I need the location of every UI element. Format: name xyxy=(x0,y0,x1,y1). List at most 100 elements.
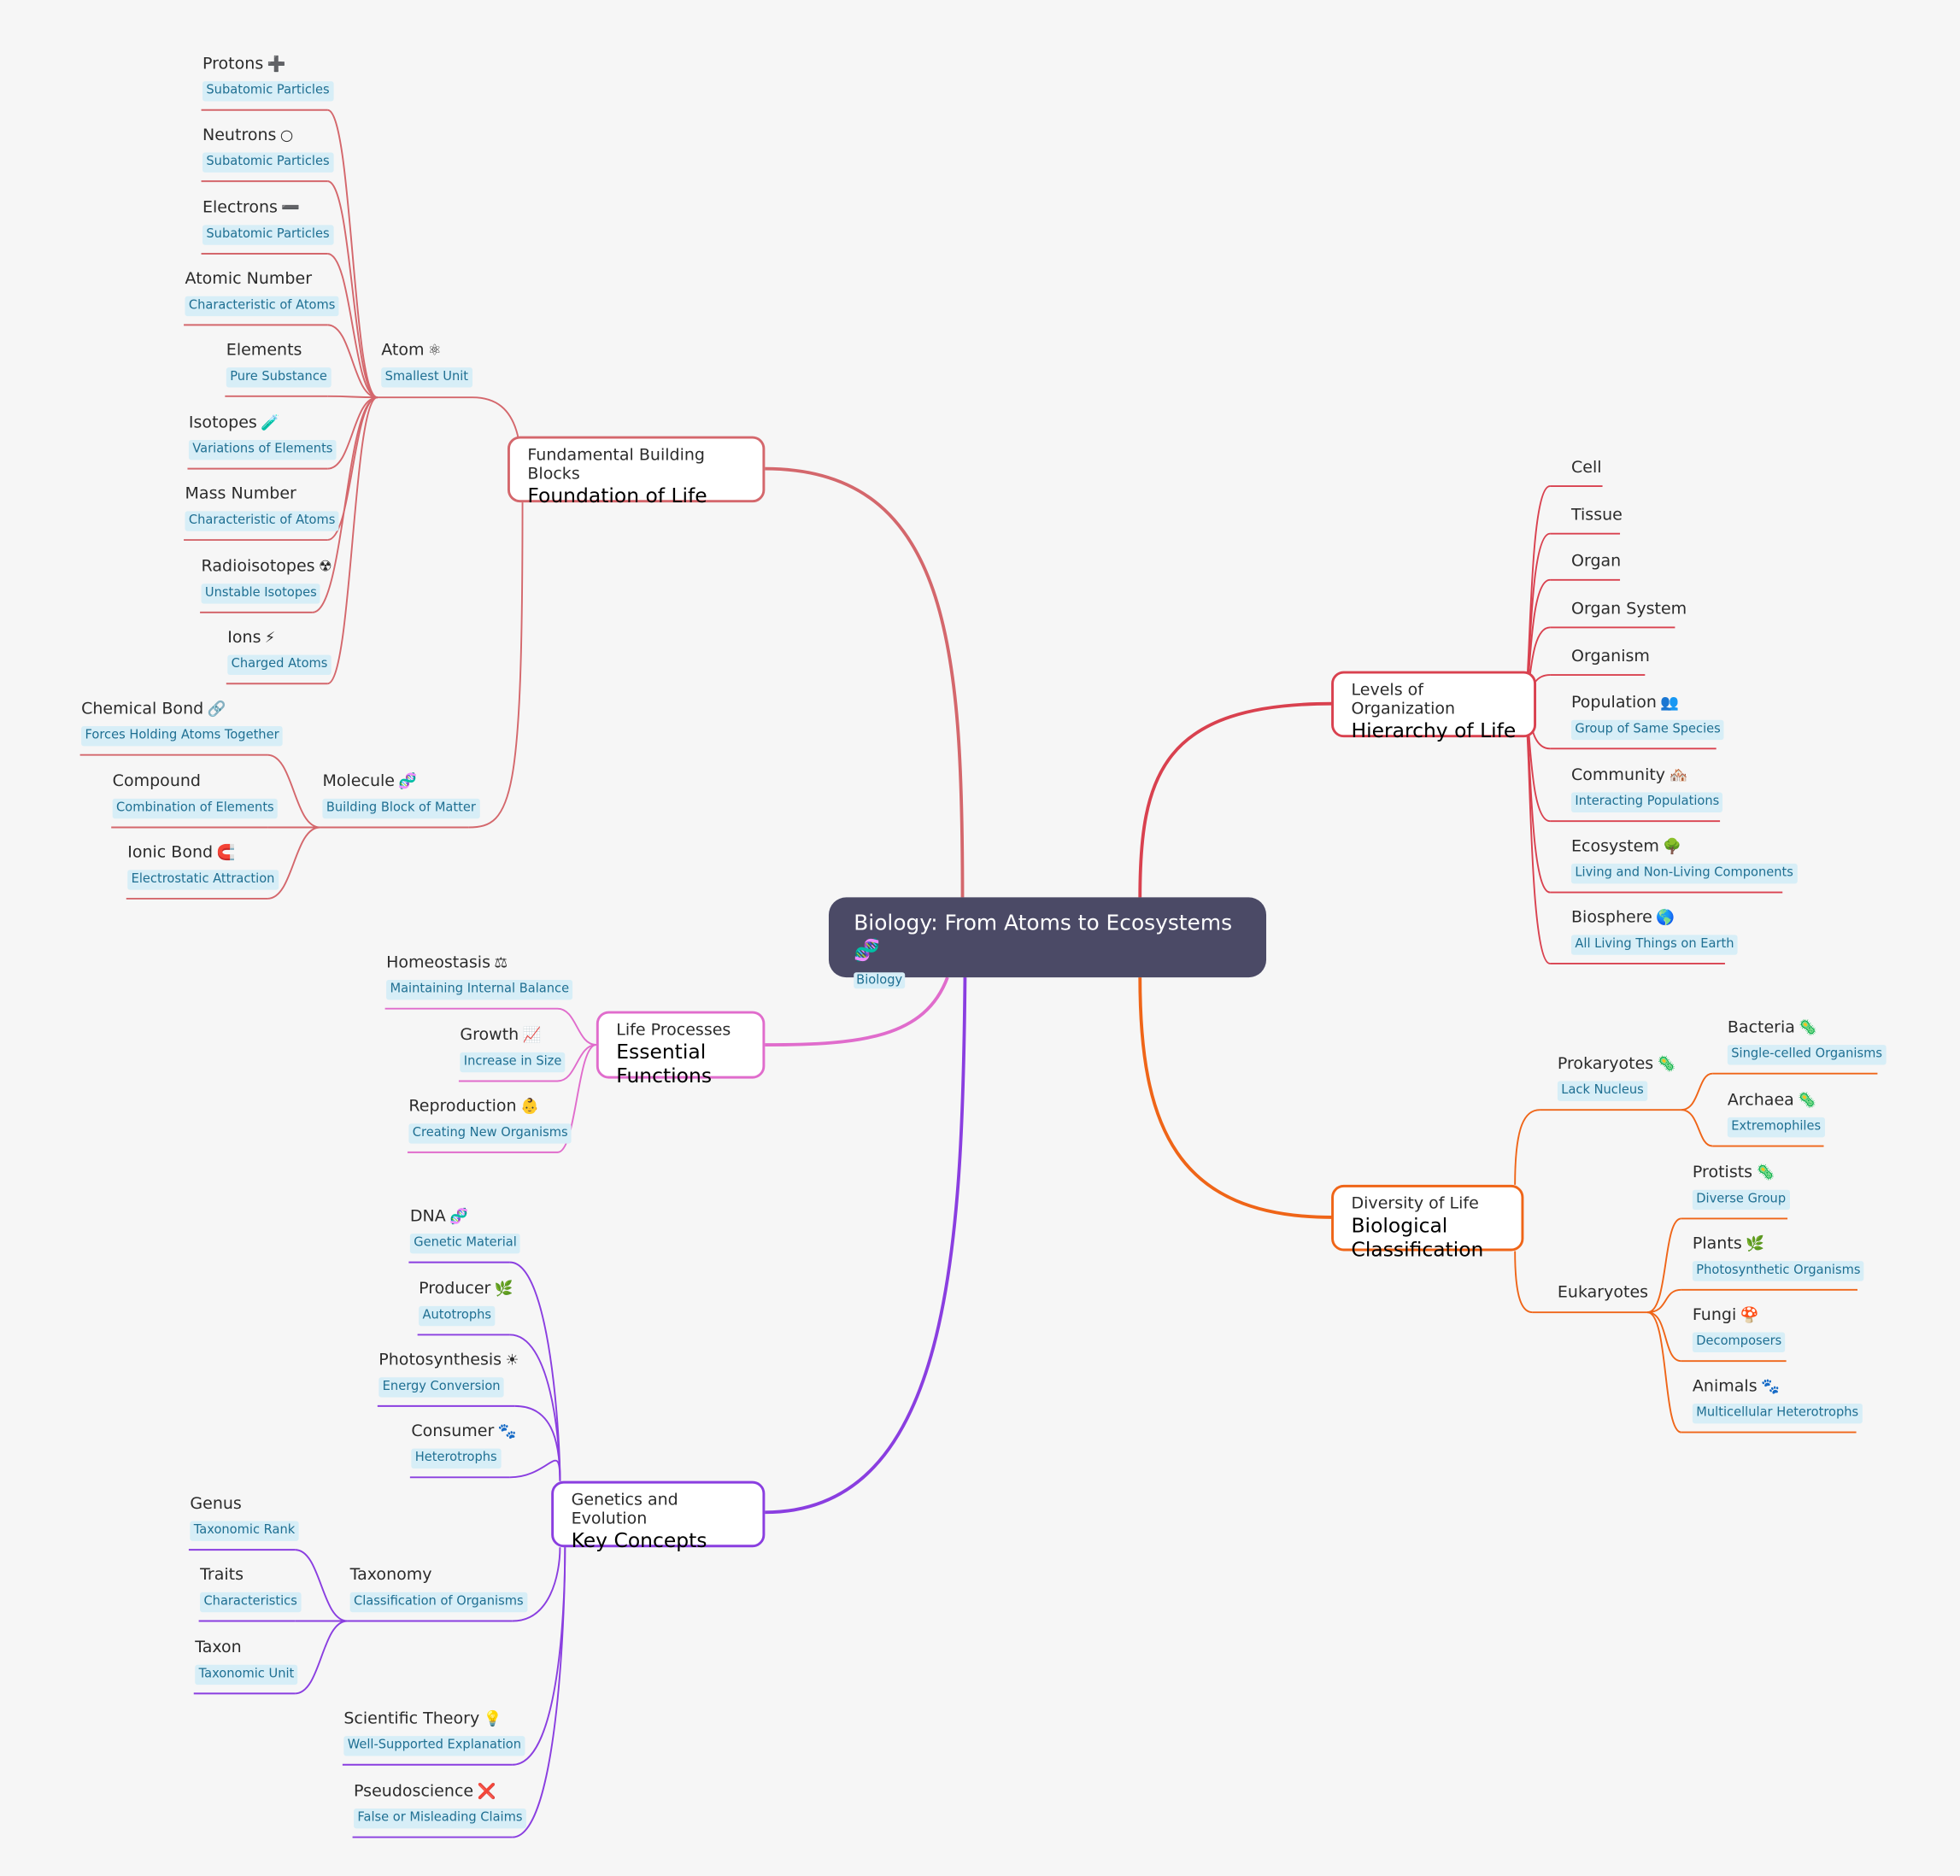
node-label: Taxon xyxy=(195,1638,297,1659)
node-protists[interactable]: Protists🦠Diverse Group xyxy=(1692,1163,1790,1211)
taxonomy-child-link xyxy=(295,1620,348,1695)
node-consumer[interactable]: Consumer🐾Heterotrophs xyxy=(411,1421,517,1469)
node-neutrons[interactable]: Neutrons○Subatomic Particles xyxy=(202,125,333,173)
node-community[interactable]: Community🏘️Interacting Populations xyxy=(1570,765,1723,812)
node-chemical-bond[interactable]: Chemical Bond🔗Forces Holding Atoms Toget… xyxy=(81,699,283,747)
node-label-text: Photosynthesis xyxy=(379,1351,502,1370)
node-radioisotopes[interactable]: Radioisotopes☢Unstable Isotopes xyxy=(201,556,332,604)
dna-icon: 🧬 xyxy=(854,938,881,964)
node-reproduction[interactable]: Reproduction👶Creating New Organisms xyxy=(408,1096,572,1144)
node-animals[interactable]: Animals🐾Multicellular Heterotrophs xyxy=(1692,1376,1863,1424)
chart-up-icon: 📈 xyxy=(522,1026,542,1044)
node-plants[interactable]: Plants🌿 Photosynthetic Organisms xyxy=(1692,1234,1864,1281)
node-tag: Unstable Isotopes xyxy=(201,583,321,604)
node-label-text: Animals xyxy=(1692,1377,1758,1397)
node-fungi[interactable]: Fungi🍄Decomposers xyxy=(1692,1304,1786,1352)
node-protons[interactable]: Protons➕Subatomic Particles xyxy=(202,54,333,102)
node-tag: Smallest Unit xyxy=(381,367,472,388)
node-producer[interactable]: Producer🌿Autotrophs xyxy=(419,1279,513,1327)
microbe-icon: 🦠 xyxy=(1798,1091,1817,1109)
node-label: Plants🌿 xyxy=(1693,1234,1864,1255)
herb-icon: 🌿 xyxy=(494,1280,513,1298)
node-biosphere[interactable]: Biosphere🌎All Living Things on Earth xyxy=(1570,907,1738,955)
dna-icon: 🧬 xyxy=(449,1207,469,1225)
node-label: Organism xyxy=(1571,646,1650,667)
cross-icon: ❌ xyxy=(477,1782,496,1800)
node-label-text: Tissue xyxy=(1570,506,1623,525)
node-archaea[interactable]: Archaea🦠 Extremophiles xyxy=(1727,1090,1825,1138)
node-organism[interactable]: Organism xyxy=(1571,646,1650,667)
node-pseudoscience[interactable]: Pseudoscience❌False or Misleading Claims xyxy=(354,1781,526,1829)
node-growth[interactable]: Growth📈Increase in Size xyxy=(460,1025,566,1073)
node-isotopes[interactable]: Isotopes🧪Variations of Elements xyxy=(188,413,337,460)
node-tag: Lack Nucleus xyxy=(1557,1081,1648,1101)
node-organ[interactable]: Organ xyxy=(1571,551,1621,572)
node-electrons[interactable]: Electrons➖Subatomic Particles xyxy=(202,197,333,245)
trunk-building-blocks xyxy=(765,466,965,898)
node-dna[interactable]: DNA🧬Genetic Material xyxy=(409,1206,521,1254)
node-label-text: Ecosystem xyxy=(1570,837,1659,857)
node-label: Archaea🦠 xyxy=(1728,1090,1825,1111)
node-tag: Photosynthetic Organisms xyxy=(1692,1261,1864,1281)
node-label-text: Ionic Bond xyxy=(127,843,214,863)
node-label-text: Reproduction xyxy=(408,1097,517,1117)
branch-label: Genetics and Evolution xyxy=(571,1491,678,1529)
node-label: Fungi🍄 xyxy=(1693,1304,1786,1326)
node-eukaryotes[interactable]: Eukaryotes xyxy=(1558,1282,1648,1304)
node-ionic-bond[interactable]: Ionic Bond🧲Electrostatic Attraction xyxy=(127,842,279,890)
tree-icon: 🌳 xyxy=(1663,837,1682,855)
globe-icon: 🌎 xyxy=(1656,908,1675,927)
node-label: Traits xyxy=(200,1565,301,1586)
node-label-text: Isotopes xyxy=(188,413,257,433)
node-ions[interactable]: Ions⚡Charged Atoms xyxy=(227,627,332,676)
node-ecosystem[interactable]: Ecosystem🌳Living and Non-Living Componen… xyxy=(1570,836,1798,884)
atom-child-link xyxy=(326,180,379,399)
houses-icon: 🏘️ xyxy=(1669,765,1688,784)
branch-tag: Biological Classification xyxy=(1351,1213,1484,1262)
node-scientific-theory[interactable]: Scientific Theory💡Well-Supported Explana… xyxy=(343,1709,525,1756)
atom-child-link xyxy=(327,253,379,399)
root-node[interactable]: Biology: From Atoms to Ecosystems 🧬 Biol… xyxy=(828,897,1267,989)
node-molecule[interactable]: Molecule🧬Building Block of Matter xyxy=(322,771,480,819)
node-bacteria[interactable]: Bacteria🦠Single-celled Organisms xyxy=(1727,1017,1887,1065)
node-tag: False or Misleading Claims xyxy=(354,1808,526,1829)
trunk-levels xyxy=(1138,701,1333,898)
bulb-icon: 💡 xyxy=(483,1709,502,1727)
node-homeostasis[interactable]: Homeostasis⚖Maintaining Internal Balance xyxy=(386,953,573,1000)
node-label-text: Organ System xyxy=(1570,600,1687,619)
node-population[interactable]: Population👥Group of Same Species xyxy=(1570,693,1725,741)
eukaryote-child-link xyxy=(1646,1311,1682,1433)
node-label-text: DNA xyxy=(409,1207,446,1227)
node-label: Organ System xyxy=(1571,599,1687,620)
node-label-text: Prokaryotes xyxy=(1557,1054,1654,1074)
node-tag: Extremophiles xyxy=(1727,1117,1825,1138)
root-title: Biology: From Atoms to Ecosystems 🧬 xyxy=(854,911,1233,964)
node-prokaryotes[interactable]: Prokaryotes🦠 Lack Nucleus xyxy=(1557,1053,1676,1101)
node-tissue[interactable]: Tissue xyxy=(1571,505,1623,526)
node-atom[interactable]: Atom⚛Smallest Unit xyxy=(381,340,472,388)
node-photosynthesis[interactable]: Photosynthesis☀Energy Conversion xyxy=(379,1350,519,1398)
node-tag: Well-Supported Explanation xyxy=(343,1736,525,1756)
node-label: Elements xyxy=(226,340,331,361)
node-label-text: Compound xyxy=(112,772,202,792)
node-organ-system[interactable]: Organ System xyxy=(1571,599,1687,620)
node-label-text: Growth xyxy=(460,1026,519,1046)
node-cell[interactable]: Cell xyxy=(1571,457,1602,478)
lightning-icon: ⚡ xyxy=(264,628,276,647)
node-label: Photosynthesis☀ xyxy=(379,1350,519,1371)
microbe-icon: 🦠 xyxy=(1657,1054,1676,1073)
